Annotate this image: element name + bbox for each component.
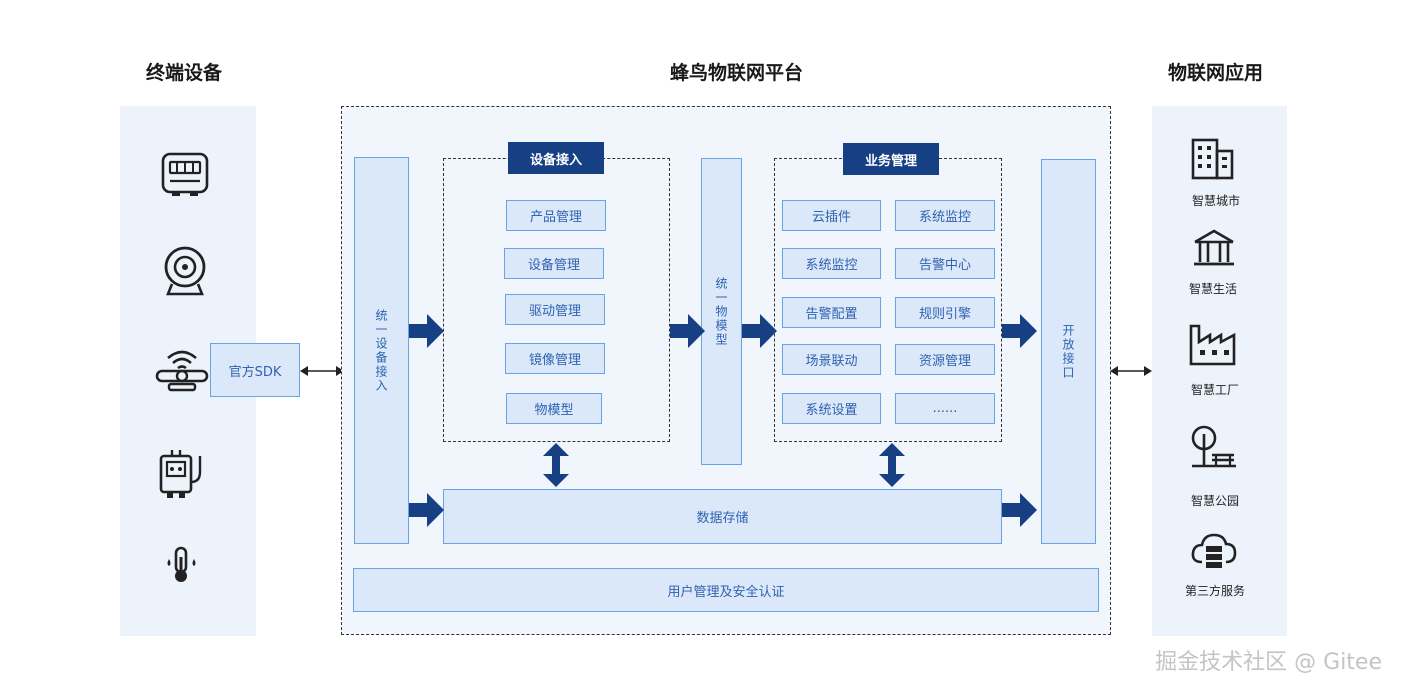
- park-tree-icon: [1191, 425, 1236, 468]
- device-access-item: 产品管理: [506, 200, 606, 231]
- app-label: 智慧公园: [1190, 494, 1239, 508]
- device-access-item: 物模型: [506, 393, 602, 424]
- right-arrow-icon: [1002, 314, 1037, 348]
- business-item: 告警中心: [895, 248, 995, 279]
- business-item: 系统监控: [782, 248, 881, 279]
- business-item: 云插件: [782, 200, 881, 231]
- right-arrow-icon: [1002, 493, 1037, 527]
- business-item: 资源管理: [895, 344, 995, 375]
- device-access-item: 设备管理: [504, 248, 604, 279]
- business-title: 业务管理: [843, 143, 939, 175]
- device-access-item: 驱动管理: [505, 294, 605, 325]
- platform-heading: 蜂鸟物联网平台: [670, 62, 804, 84]
- business-item: 场景联动: [782, 344, 881, 375]
- sensor-icon: [155, 350, 209, 392]
- devices-heading: 终端设备: [146, 62, 223, 84]
- smart-plug-icon: [159, 450, 202, 498]
- thermometer-icon: [167, 546, 196, 582]
- city-building-icon: [1191, 138, 1234, 180]
- open-api-bar: 开放接口: [1041, 159, 1096, 544]
- unified-access-bar: 统一设备接入: [354, 157, 409, 544]
- vertical-double-arrow-icon: [543, 443, 569, 487]
- sdk-box: 官方SDK: [210, 343, 300, 397]
- meter-icon: [161, 152, 209, 196]
- business-item: 规则引擎: [895, 297, 995, 328]
- camera-icon: [164, 246, 206, 296]
- auth-bar: 用户管理及安全认证: [353, 568, 1099, 612]
- device-access-title: 设备接入: [508, 142, 604, 174]
- house-icon: [1194, 229, 1234, 266]
- cloud-server-icon: [1191, 533, 1237, 568]
- app-label: 智慧工厂: [1190, 383, 1239, 397]
- business-item: 系统监控: [895, 200, 995, 231]
- business-item: ......: [895, 393, 995, 424]
- right-arrow-icon: [670, 314, 705, 348]
- right-arrow-icon: [409, 493, 444, 527]
- sdk-double-arrow: [300, 366, 344, 376]
- watermark: 掘金技术社区 @ Gitee: [1155, 650, 1382, 675]
- right-arrow-icon: [742, 314, 777, 348]
- data-storage-bar: 数据存储: [443, 489, 1002, 544]
- right-arrow-icon: [409, 314, 444, 348]
- app-label: 第三方服务: [1184, 584, 1245, 598]
- app-label: 智慧城市: [1191, 194, 1240, 208]
- app-label: 智慧生活: [1188, 282, 1237, 296]
- factory-icon: [1189, 324, 1236, 366]
- business-item: 告警配置: [782, 297, 881, 328]
- unified-model-bar: 统一物模型: [701, 158, 742, 465]
- apps-heading: 物联网应用: [1168, 62, 1264, 84]
- apps-double-arrow: [1110, 366, 1152, 376]
- business-item: 系统设置: [782, 393, 881, 424]
- vertical-double-arrow-icon: [879, 443, 905, 487]
- device-access-item: 镜像管理: [505, 343, 605, 374]
